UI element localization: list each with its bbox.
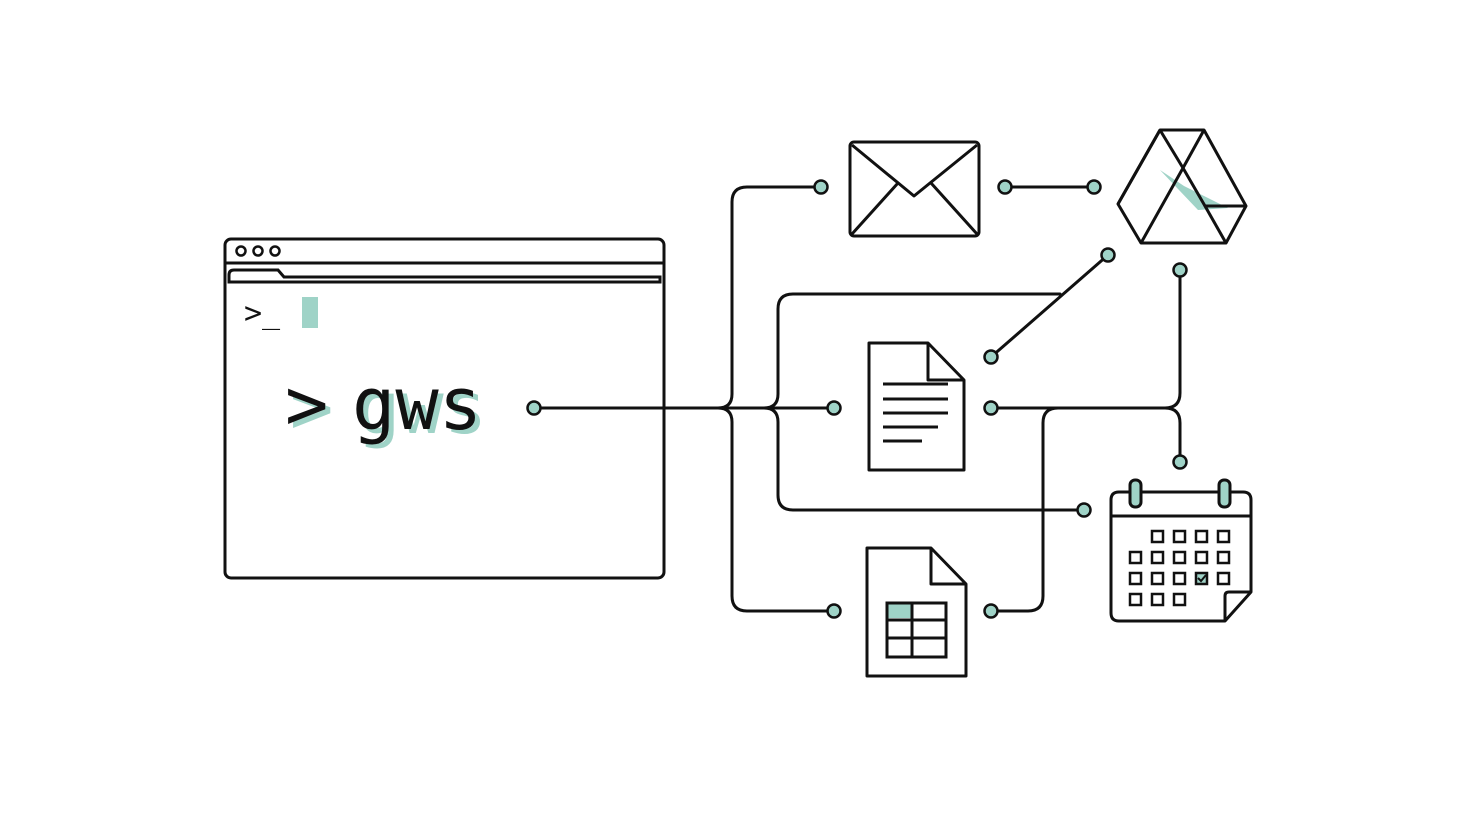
terminal-prompt: >_ xyxy=(244,296,281,331)
node-sheet-right xyxy=(983,603,999,619)
calendar-ring-right xyxy=(1217,478,1232,509)
node-terminal xyxy=(526,400,542,416)
connector-nodes xyxy=(526,179,1188,619)
node-mail-left xyxy=(813,179,829,195)
terminal-cursor xyxy=(302,297,318,328)
command-arrow: > xyxy=(285,362,328,446)
node-doc-top-right xyxy=(983,349,999,365)
connector-lines xyxy=(532,185,1182,613)
command-arrow-shadow: > xyxy=(290,366,333,450)
check-icon xyxy=(1197,574,1207,583)
drive-triangle-icon xyxy=(1116,128,1248,245)
calendar-day-grid xyxy=(1128,529,1231,607)
command-shadow: gws xyxy=(357,366,487,450)
node-calendar-top xyxy=(1172,454,1188,470)
mail-envelope-icon xyxy=(848,140,981,238)
node-calendar-left xyxy=(1076,502,1092,518)
spreadsheet-icon xyxy=(865,546,968,678)
node-drive-bottom xyxy=(1172,262,1188,278)
document-icon xyxy=(867,341,966,472)
node-mail-right xyxy=(997,179,1013,195)
window-dot-1 xyxy=(235,245,247,257)
node-sheet-left xyxy=(826,603,842,619)
calendar-selected-day xyxy=(1194,571,1209,586)
calendar-ring-left xyxy=(1128,478,1143,509)
window-dot-2 xyxy=(252,245,264,257)
node-doc-right xyxy=(983,400,999,416)
command-text: gws xyxy=(352,362,482,446)
node-drive-left xyxy=(1086,179,1102,195)
node-doc-left xyxy=(826,400,842,416)
calendar-icon xyxy=(1109,478,1253,623)
node-drive-bottom-left xyxy=(1100,247,1116,263)
window-dot-3 xyxy=(269,245,281,257)
